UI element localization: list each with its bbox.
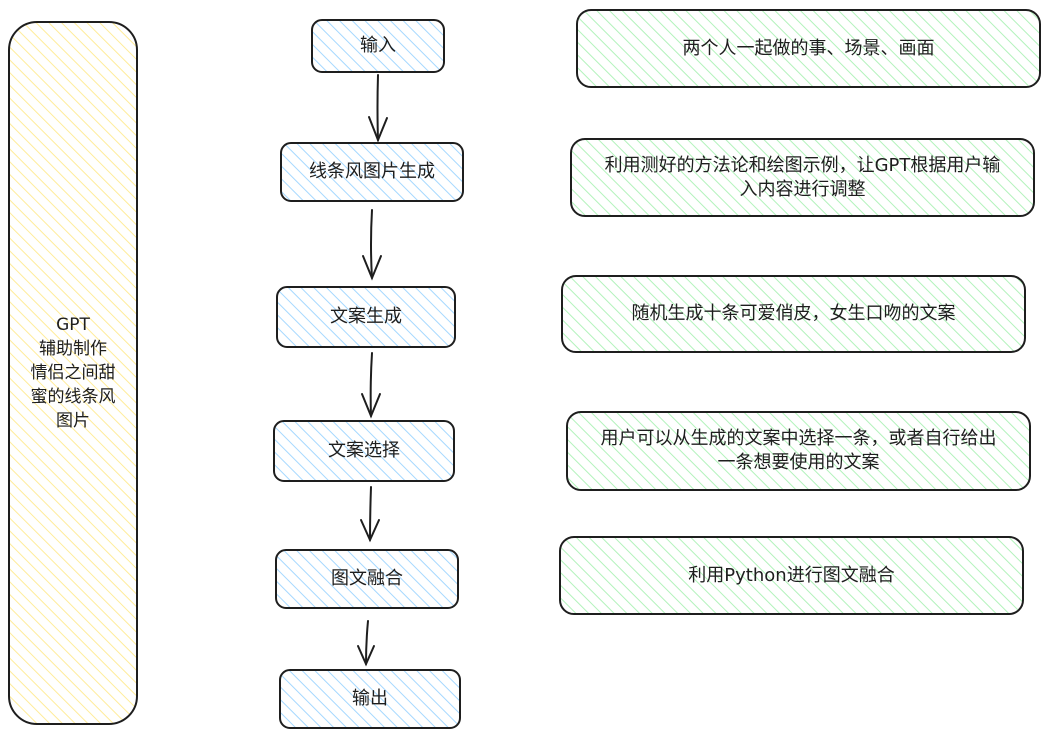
flow-box-merge: [275, 549, 459, 609]
note-box-3: [561, 275, 1026, 353]
flow-node-input: 输入: [312, 20, 444, 72]
note-1: 两个人一起做的事、场景、画面: [577, 10, 1040, 87]
note-5-text: 利用Python进行图文融合: [688, 564, 895, 586]
arrow-4: [360, 486, 380, 543]
flow-label-copy-gen: 文案生成: [330, 306, 402, 327]
arrow-1: [368, 74, 388, 143]
flow-node-copy-gen: 文案生成: [277, 287, 455, 347]
flow-node-output: 输出: [280, 670, 460, 728]
side-line-2: 辅助制作: [39, 339, 107, 359]
flow-node-copy-select: 文案选择: [274, 421, 454, 481]
note-box-4: [566, 411, 1031, 491]
note-2: 利用测好的方法论和绘图示例，让GPT根据用户输 入内容进行调整: [571, 139, 1034, 216]
side-line-1: GPT: [56, 315, 90, 335]
side-panel-text: GPT 辅助制作 情侣之间甜 蜜的线条风 图片: [31, 313, 116, 433]
note-box-5: [559, 536, 1024, 615]
note-4-text: 用户可以从生成的文案中选择一条，或者自行给出 一条想要使用的文案: [589, 427, 1009, 475]
flow-label-input: 输入: [360, 35, 396, 56]
arrow-2: [362, 209, 382, 281]
flow-node-merge: 图文融合: [276, 550, 458, 608]
flow-box-line-image: [280, 142, 464, 202]
arrow-3: [361, 352, 381, 419]
side-panel: GPT 辅助制作 情侣之间甜 蜜的线条风 图片: [9, 22, 137, 724]
flow-label-merge: 图文融合: [331, 568, 403, 589]
note-3: 随机生成十条可爱俏皮，女生口吻的文案: [562, 276, 1025, 352]
note-box-2: [570, 138, 1035, 217]
note-2-line-2: 入内容进行调整: [739, 178, 866, 200]
note-box-1: [576, 9, 1041, 88]
arrow-5: [357, 620, 375, 667]
flow-box-input: [311, 19, 445, 73]
flow-node-line-image: 线条风图片生成: [281, 143, 463, 201]
note-4-line-2: 一条想要使用的文案: [717, 452, 880, 473]
flow-box-output: [279, 669, 461, 729]
note-2-text: 利用测好的方法论和绘图示例，让GPT根据用户输 入内容进行调整: [593, 154, 1013, 202]
note-2-line-1: 利用测好的方法论和绘图示例，让GPT根据用户输: [604, 154, 1001, 176]
note-4: 用户可以从生成的文案中选择一条，或者自行给出 一条想要使用的文案: [567, 412, 1030, 490]
note-3-text: 随机生成十条可爱俏皮，女生口吻的文案: [631, 303, 956, 324]
side-panel-shape: [8, 21, 138, 725]
flow-box-copy-gen: [276, 286, 456, 348]
note-4-line-1: 用户可以从生成的文案中选择一条，或者自行给出: [600, 428, 997, 449]
side-line-5: 图片: [56, 411, 90, 431]
note-1-text: 两个人一起做的事、场景、画面: [682, 37, 935, 59]
note-5: 利用Python进行图文融合: [560, 537, 1023, 614]
side-line-4: 蜜的线条风: [30, 387, 116, 407]
side-line-3: 情侣之间甜: [30, 363, 116, 383]
flow-label-copy-select: 文案选择: [328, 440, 400, 461]
flow-box-copy-select: [273, 420, 455, 482]
flow-label-output: 输出: [352, 688, 388, 709]
flow-label-line-image: 线条风图片生成: [309, 161, 435, 182]
